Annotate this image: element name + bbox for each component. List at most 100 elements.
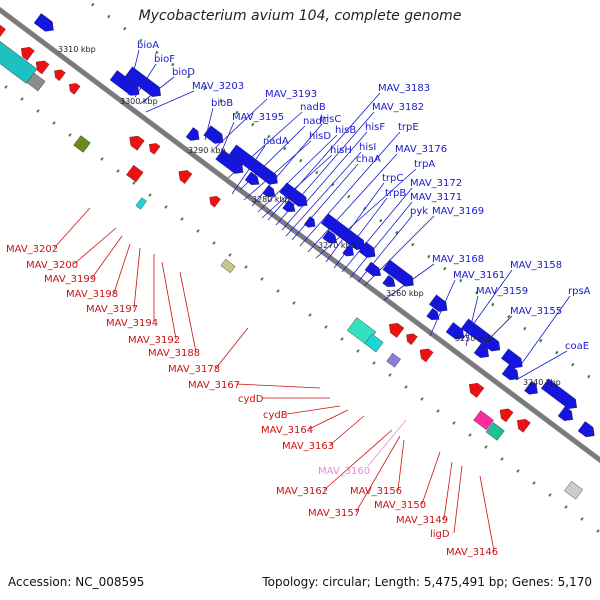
reverse-label-leader xyxy=(235,383,321,389)
forward-gene-arrow xyxy=(203,125,224,144)
forward-label-leader xyxy=(127,49,140,96)
forward-gene-arrow xyxy=(33,13,54,32)
reverse-gene-label: cydB xyxy=(263,410,288,421)
reverse-gene-label: MAV_3194 xyxy=(106,318,158,329)
forward-label-leader xyxy=(363,215,435,287)
forward-gene-label: bioF xyxy=(154,54,175,65)
forward-label-leader xyxy=(315,168,417,259)
reverse-label-leader xyxy=(91,235,123,279)
forward-label-leader xyxy=(251,123,323,207)
reverse-gene-label: MAV_3192 xyxy=(128,335,180,346)
forward-label-leader xyxy=(239,125,306,191)
reverse-gene-arrow xyxy=(54,69,66,82)
forward-label-leader xyxy=(281,131,368,231)
forward-label-leader xyxy=(357,215,413,283)
kbp-tick-label: 3270 kbp xyxy=(318,241,356,250)
reverse-gene-label: MAV_3146 xyxy=(446,547,498,558)
reverse-label-leader xyxy=(355,435,401,513)
reverse-category-block xyxy=(135,197,147,210)
forward-gene-label: nadC xyxy=(303,116,329,127)
reverse-category-block xyxy=(26,72,46,92)
forward-gene-arrow xyxy=(382,259,414,287)
reverse-label-leader xyxy=(113,243,131,294)
forward-label-leader xyxy=(217,121,235,161)
forward-category-block xyxy=(298,179,316,192)
pseudogene-label: MAV_3160 xyxy=(318,466,370,477)
forward-gene-label: pyk xyxy=(410,206,428,217)
forward-category-block xyxy=(565,376,576,384)
reverse-gene-label: MAV_3150 xyxy=(374,500,426,511)
forward-label-leader xyxy=(139,76,175,105)
forward-label-leader xyxy=(299,131,401,247)
forward-gene-arrow xyxy=(426,307,440,320)
forward-gene-arrow xyxy=(382,274,396,287)
reverse-gene-arrow xyxy=(209,196,221,208)
reverse-category-block xyxy=(220,258,236,274)
kbp-tick-label: 3260 kbp xyxy=(386,289,424,298)
reverse-gene-arrow xyxy=(389,323,405,338)
forward-gene-label: MAV_3159 xyxy=(476,286,528,297)
forward-gene-label: MAV_3195 xyxy=(232,112,284,123)
forward-gene-label: MAV_3169 xyxy=(432,206,484,217)
forward-gene-label: MAV_3203 xyxy=(192,81,244,92)
reverse-gene-label: MAV_3163 xyxy=(282,441,334,452)
forward-label-leader xyxy=(227,111,303,179)
forward-gene-label: nadB xyxy=(300,102,326,113)
pseudogene-label-leader xyxy=(367,419,407,467)
reverse-label-leader xyxy=(179,271,197,353)
outer-dotted-track xyxy=(84,0,600,387)
forward-label-leader xyxy=(257,134,338,213)
forward-gene-label: nadA xyxy=(263,136,289,147)
forward-label-leader xyxy=(267,92,381,221)
reverse-category-block xyxy=(73,135,91,153)
reverse-label-leader xyxy=(308,409,349,430)
reverse-gene-label: MAV_3200 xyxy=(26,260,78,271)
reverse-label-leader xyxy=(323,429,393,491)
reverse-label-leader xyxy=(329,415,365,446)
reverse-category-block xyxy=(0,32,38,84)
forward-gene-arrow xyxy=(228,144,278,185)
reverse-label-leader xyxy=(73,227,117,265)
reverse-gene-arrow xyxy=(517,419,531,433)
forward-label-leader xyxy=(145,90,195,113)
forward-label-leader xyxy=(519,295,571,367)
forward-label-leader xyxy=(307,153,398,253)
reverse-gene-label: MAV_3157 xyxy=(308,508,360,519)
forward-label-leader xyxy=(515,350,568,381)
forward-gene-label: MAV_3155 xyxy=(510,306,562,317)
forward-gene-label: MAV_3193 xyxy=(265,89,317,100)
forward-label-leader xyxy=(275,111,375,226)
reverse-gene-label: MAV_3197 xyxy=(86,304,138,315)
forward-gene-label: hisF xyxy=(365,122,385,133)
forward-gene-label: bioD xyxy=(172,67,195,78)
accession-text: Accession: NC_008595 xyxy=(8,575,145,589)
reverse-gene-arrow xyxy=(499,408,514,423)
reverse-gene-arrow xyxy=(178,170,193,184)
forward-gene-label: trpB xyxy=(385,188,406,199)
forward-gene-arrow xyxy=(185,127,200,141)
forward-category-block xyxy=(550,363,560,370)
reverse-gene-arrow xyxy=(149,143,161,155)
reverse-gene-label: MAV_3164 xyxy=(261,425,313,436)
reverse-gene-label: MAV_3156 xyxy=(350,486,402,497)
reverse-gene-label: MAV_3188 xyxy=(148,348,200,359)
forward-gene-label: hisB xyxy=(335,125,356,136)
reverse-gene-arrow xyxy=(69,83,81,95)
reverse-label-leader xyxy=(453,465,463,534)
forward-gene-label: bioB xyxy=(211,98,233,109)
reverse-label-leader xyxy=(161,261,177,340)
genome-summary: Topology: circular; Length: 5,475,491 bp… xyxy=(262,575,592,589)
reverse-gene-arrow xyxy=(129,135,145,151)
reverse-gene-arrow xyxy=(21,47,35,61)
label-layer: bioAbioFbioDMAV_3203bioBMAV_3193MAV_3195… xyxy=(6,40,591,558)
reverse-category-block xyxy=(564,480,584,500)
forward-label-leader xyxy=(477,315,513,351)
reverse-label-leader xyxy=(397,439,405,491)
kbp-tick-label: 3290 kbp xyxy=(188,146,226,155)
forward-label-leader xyxy=(341,187,413,273)
forward-gene-arrow xyxy=(303,216,316,228)
forward-label-leader xyxy=(429,279,456,337)
forward-label-leader xyxy=(285,151,362,237)
forward-gene-label: hisC xyxy=(320,114,341,125)
